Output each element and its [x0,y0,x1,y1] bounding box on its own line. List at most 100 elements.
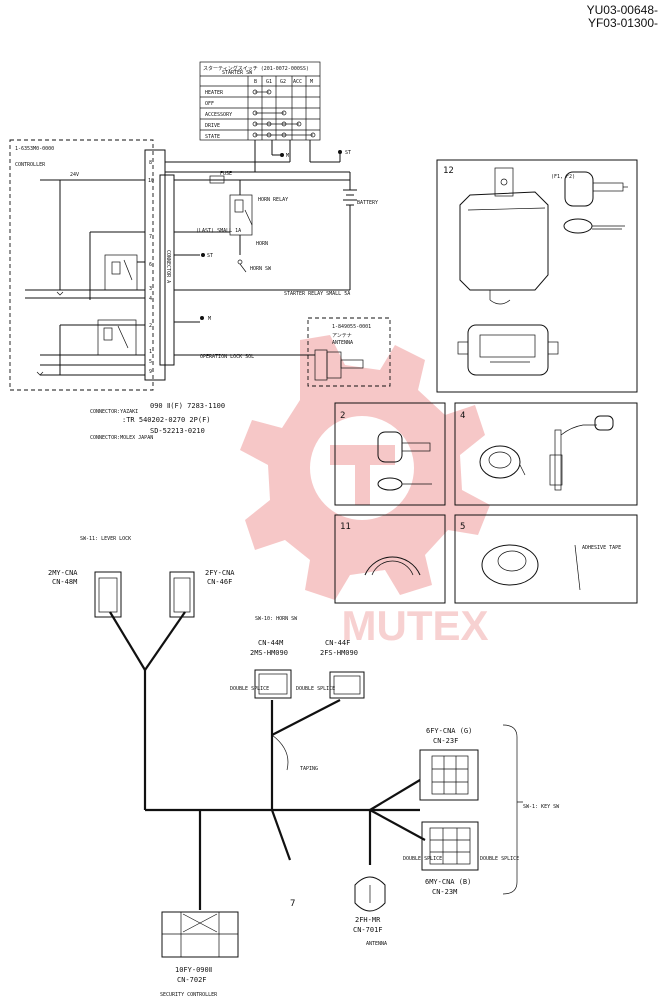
cn701f-connector [354,876,386,912]
pin-6: 6 [149,262,152,268]
part-number-1: YU03-00648- [587,3,658,17]
battery-label: BATTERY [357,200,378,206]
cn702f-line2: CN-702F [177,976,207,984]
cn44m-line2: 2MS-HM090 [250,649,288,657]
cn44f-line2: 2FS-HM090 [320,649,358,657]
connector-note-1: 090 Ⅱ(F) 7283-1100 [150,402,225,410]
cn701f-line1: 2FH-MR [355,916,381,924]
pin-2: 2 [149,323,152,329]
watermark-text: MUTEX [342,602,489,649]
antenna-cable-illustration [549,415,614,491]
panel-5 [454,514,638,604]
starter-switch-part: スターティングスイッチ (201-0072-000SS) [203,65,309,72]
cn48m-line2: CN-48M [52,578,77,586]
connector-note-molex: CONNECTOR:MOLEX JAPAN [90,435,153,441]
panel-2 [334,402,446,506]
panel-4 [454,402,638,506]
cn23f-connector [419,749,479,801]
pos-accessory: ACCESSORY [205,112,232,118]
cn46f-connector [169,571,195,618]
connector-note-2: :TR 540202-0270 2P(F) [122,416,211,424]
pin-8: 8 [149,160,152,166]
cn702f-connector [161,911,239,958]
small-label: (LAST) SMALL 1A [196,228,241,234]
pin-1: 1 [149,349,152,355]
watermark-gear [240,335,490,600]
pin-4: 4 [149,296,152,302]
pos-state: STATE [205,134,220,140]
cn48m-line1: 2MY-CNA [48,569,78,577]
key-sw-label: SW-1: KEY SW [523,804,560,810]
connector-note-yazaki: CONNECTOR:YAZAKI [90,409,138,415]
connector-a-label: CONNECTOR A [165,250,171,283]
cn23f-line2: CN-23F [433,737,458,745]
controller-label: CONTROLLER [15,162,46,168]
starter-switch-wires [165,140,350,173]
cn44f-line1: CN-44F [325,639,350,647]
adhesive-tape-label: ADHESIVE TAPE [582,545,621,551]
st-terminal-label: ST [345,150,351,156]
cn46f-line2: CN-46F [207,578,232,586]
panel-2-number: 2 [340,411,345,421]
power-circuit [174,172,357,356]
pin-10: 10 [148,178,154,184]
horn-relay-label: HORN RELAY [258,197,288,203]
antenna-label: ANTENNA [332,340,353,346]
starter-relay-label: STARTER RELAY SMALL 5A [284,291,350,297]
key-dial-plate-illustration [364,556,421,576]
key-blade-illustration [563,218,625,234]
pos-drive: DRIVE [205,123,220,129]
controller-unit-illustration [459,167,549,305]
pin-5: 5 [149,359,152,365]
cn23m-line1: 6MY-CNA (B) [425,878,471,886]
cn702f-line1: 10FY-090Ⅱ [175,966,212,974]
panel-12-note: (F1, F2) [551,174,575,180]
pos-heater: HEATER [205,90,224,96]
cn44m-line1: CN-44M [258,639,283,647]
connector-note-3: SD-52213-0210 [150,427,205,435]
antenna-box [307,317,391,387]
double-splice-4: DOUBLE SPLICE [480,856,519,862]
fuse-label: FUSE [220,171,232,177]
cn48m-connector [94,571,122,618]
panel-12-number: 12 [443,166,454,176]
pos-off: OFF [205,101,214,107]
taping-label: TAPING [300,766,318,772]
lever-lock-label: SW-11: LEVER LOCK [80,536,131,542]
cn46f-line1: 2FY-CNA [205,569,235,577]
key-bezel-illustration [481,544,581,591]
panel-12 [436,159,638,393]
harness-trunk [109,611,426,910]
double-splice-3: DOUBLE SPLICE [403,856,442,862]
operation-lock-label: OPERATION LOCK SOL [200,354,254,360]
panel-11 [334,514,446,604]
controller-voltage: 24V [70,172,79,178]
horn-sw-label: HORN SW [250,266,272,272]
pin-3: 3 [149,286,152,292]
key-sw-bracket [502,724,523,895]
cn44f-connector [329,671,365,699]
cn23m-line2: CN-23M [432,888,457,896]
cn23f-line1: 6FY-CNA (G) [426,727,472,735]
panel-11-number: 11 [340,522,351,532]
connector-module-illustration [457,324,559,376]
col-b: B [254,79,257,85]
connector-a [144,149,175,381]
panel-4-number: 4 [460,411,465,421]
cn44m-connector [254,669,292,699]
key-fob-illustration [564,171,628,207]
st-label: ST [207,253,213,259]
double-splice-2: DOUBLE SPLICE [296,686,335,692]
antenna-connector [314,349,364,381]
m-label: M [208,316,211,322]
item-number-7: 7 [290,899,295,909]
cn23m-connector [421,821,479,871]
col-g2: G2 [280,79,286,85]
key-cylinder-illustration [479,445,526,479]
starter-switch-subtitle: STARTER SW [222,70,253,76]
antenna-jp: アンテナ [332,333,352,339]
controller-part: 1-6353M0-0000 [15,146,54,152]
part-number-2: YF03-01300- [588,16,658,30]
horn-sw-harness-label: SW-10: HORN SW [255,616,298,622]
